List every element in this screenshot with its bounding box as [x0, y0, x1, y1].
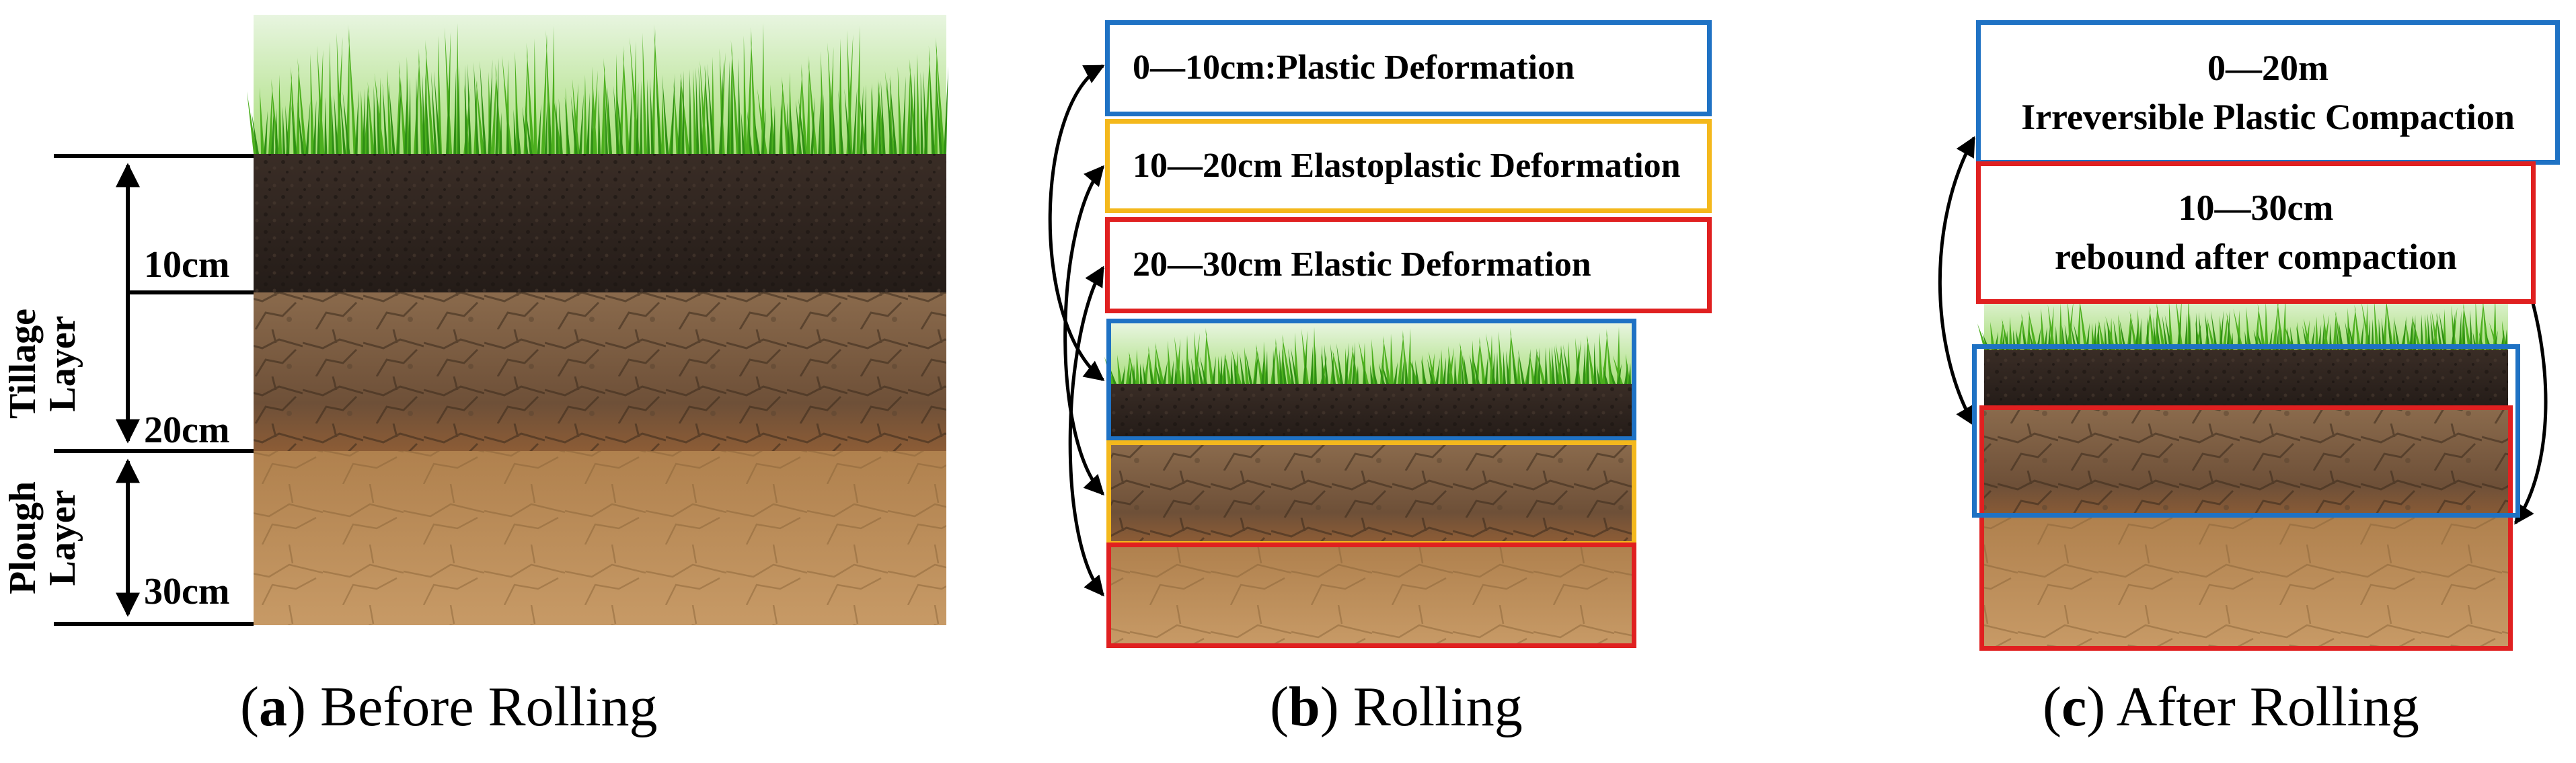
panel-c-curve-blue	[1938, 136, 1976, 427]
after-box-rebound-line2: rebound after compaction	[2055, 237, 2457, 277]
after-box-rebound: 10—30cm rebound after compaction	[1976, 161, 2536, 304]
after-box-irreversible: 0—20m Irreversible Plastic Compaction	[1976, 20, 2560, 165]
panel-b-topsoil-texture	[1111, 384, 1632, 436]
panel-b-grass-blades	[1104, 327, 1630, 384]
panel-a-topsoil	[254, 154, 946, 292]
panel-b-grass	[1104, 323, 1632, 384]
rolling-box-plastic-text: 0—10cm:Plastic Deformation	[1133, 48, 1575, 87]
panel-c-tillage	[1984, 410, 2508, 518]
rolling-frame-red	[1106, 543, 1636, 648]
panel-c-grass-blades	[1977, 295, 2507, 350]
rolling-box-elastic-text: 20—30cm Elastic Deformation	[1133, 245, 1591, 284]
layer-label-plough: Plough Layer	[2, 481, 83, 595]
arrows-and-lines	[54, 64, 2548, 626]
rolling-frame-yellow	[1106, 440, 1636, 546]
caption-before-rolling: (a) Before Rolling	[240, 676, 658, 738]
layer-label-tillage: Tillage Layer	[2, 309, 83, 419]
caption-rolling: (b) Rolling	[1270, 676, 1523, 738]
panel-b-tillage	[1111, 445, 1632, 541]
panel-b-curve-elastic	[1068, 266, 1105, 597]
after-box-irreversible-line1: 0—20m	[2207, 47, 2328, 88]
panel-a-grass-blades	[247, 23, 945, 154]
depth-label-20cm: 20cm	[144, 409, 230, 451]
panel-a-tillage-texture	[254, 292, 946, 451]
rolling-box-elastoplastic: 10—20cm Elastoplastic Deformation	[1105, 119, 1712, 213]
rolling-frame-blue	[1106, 319, 1636, 441]
after-frame-blue	[1972, 344, 2520, 518]
panel-a-tillage	[254, 292, 946, 451]
soil-images	[247, 15, 2508, 646]
panel-b-plough-texture	[1111, 547, 1632, 643]
rolling-box-elastic: 20—30cm Elastic Deformation	[1105, 217, 1712, 313]
depth-label-30cm: 30cm	[144, 571, 230, 612]
caption-after-rolling: (c) After Rolling	[2043, 676, 2419, 738]
rolling-box-plastic: 0—10cm:Plastic Deformation	[1105, 20, 1712, 116]
panel-a-plough	[254, 451, 946, 625]
panel-a-grass-blades-dark	[252, 58, 948, 154]
panel-b-topsoil	[1111, 384, 1632, 436]
after-box-irreversible-line2: Irreversible Plastic Compaction	[2021, 96, 2515, 137]
panel-c-plough	[1984, 518, 2508, 646]
depth-label-10cm: 10cm	[144, 244, 230, 286]
panel-a-grass	[247, 15, 948, 154]
after-frame-red	[1979, 405, 2513, 651]
panel-a-plough-texture	[254, 451, 946, 625]
panel-b-plough	[1111, 547, 1632, 643]
panel-c-topsoil-texture	[1984, 350, 2508, 407]
panel-c-topsoil	[1984, 350, 2508, 407]
panel-b-tillage-texture	[1111, 445, 1632, 541]
panel-a-topsoil-texture	[254, 154, 946, 292]
panel-c-plough-texture	[1984, 518, 2508, 646]
after-box-rebound-line1: 10—30cm	[2178, 188, 2334, 229]
panel-c-tillage-texture	[1984, 410, 2508, 518]
rolling-box-elastoplastic-text: 10—20cm Elastoplastic Deformation	[1133, 146, 1681, 185]
